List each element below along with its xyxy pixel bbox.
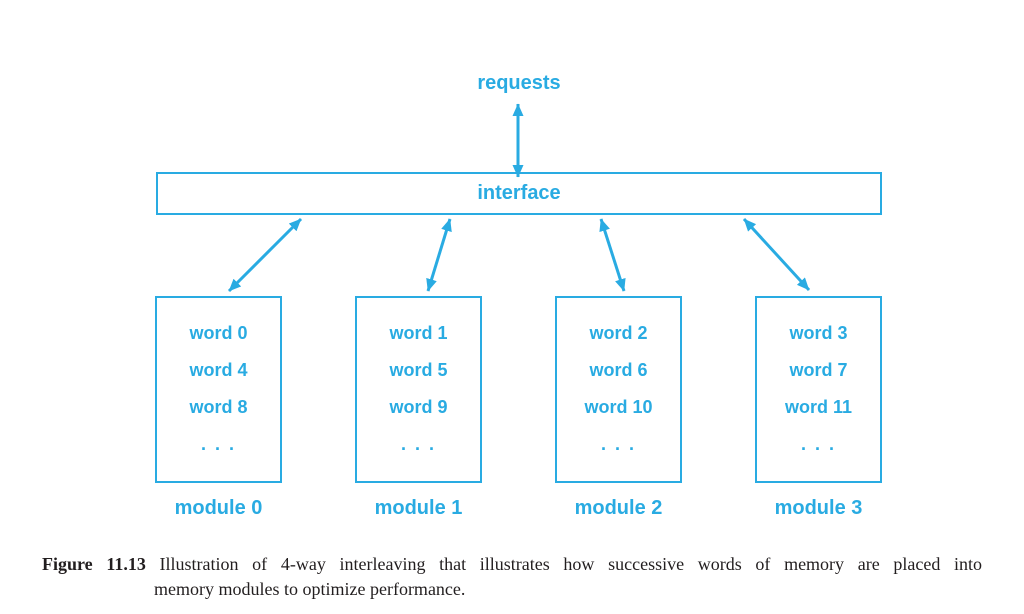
word-label: word 8	[189, 397, 248, 417]
word-label: word 11	[784, 397, 853, 417]
interface-module-0-arrow	[227, 217, 303, 293]
ellipsis-label: . . .	[400, 434, 436, 454]
interface-label: interface	[477, 182, 561, 204]
module-label-3: module 3	[774, 497, 863, 519]
word-label: word 3	[789, 323, 848, 343]
word-label: word 9	[389, 397, 448, 417]
ellipsis-label: . . .	[800, 434, 836, 454]
word-label: word 6	[589, 360, 648, 380]
module-box-1: word 1 word 5 word 9 . . .	[355, 296, 482, 483]
interface-module-3-arrow	[742, 217, 811, 292]
interface-module-2-arrow	[599, 218, 626, 292]
caption-text: Illustration of 4-way interleaving that …	[159, 554, 982, 574]
module-box-2: word 2 word 6 word 10 . . .	[555, 296, 682, 483]
interface-module-1-arrow	[426, 218, 452, 292]
figure-number: Figure 11.13	[42, 554, 146, 574]
word-label: word 0	[189, 323, 248, 343]
ellipsis-label: . . .	[200, 434, 236, 454]
interface-box: interface	[156, 172, 882, 215]
module-box-0: word 0 word 4 word 8 . . .	[155, 296, 282, 483]
word-label: word 5	[389, 360, 448, 380]
arrows-layer	[227, 103, 811, 293]
word-label: word 7	[789, 360, 848, 380]
module-box-3: word 3 word 7 word 11 . . .	[755, 296, 882, 483]
caption-line-2: memory modules to optimize performance.	[154, 579, 466, 599]
word-label: word 2	[589, 323, 648, 343]
word-label: word 1	[389, 323, 448, 343]
caption-line-1: Figure 11.13 Illustration of 4-way inter…	[42, 554, 982, 575]
ellipsis-label: . . .	[600, 434, 636, 454]
module-label-1: module 1	[374, 497, 463, 519]
module-label-0: module 0	[174, 497, 263, 519]
word-label: word 10	[584, 397, 653, 417]
word-label: word 4	[189, 360, 248, 380]
requests-label: requests	[477, 72, 561, 94]
module-label-2: module 2	[574, 497, 663, 519]
